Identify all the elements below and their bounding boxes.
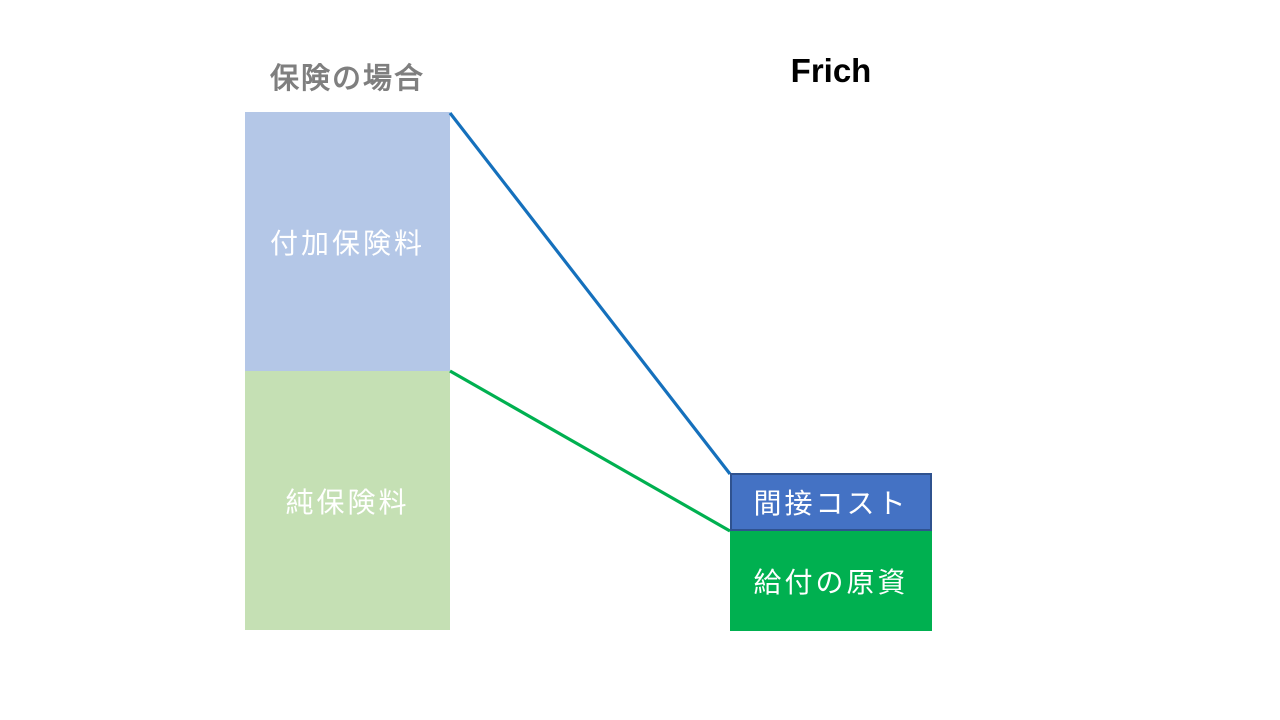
benefit-fund-connector-line [449,369,731,533]
pure-premium-block: 純保険料 [245,371,450,630]
loading-premium-label: 付加保険料 [269,227,425,259]
pure-premium-label: 純保険料 [285,486,410,518]
benefit-fund-block: 給付の原資 [730,531,932,631]
loading-premium-block: 付加保険料 [245,112,450,371]
right-column-title: Frich [790,52,872,89]
left-column-title: 保険の場合 [269,63,425,95]
indirect-cost-block: 間接コスト [730,473,932,531]
indirect-cost-label: 間接コスト [753,488,909,519]
indirect-cost-connector-line [448,112,732,475]
benefit-fund-label: 給付の原資 [753,567,909,598]
